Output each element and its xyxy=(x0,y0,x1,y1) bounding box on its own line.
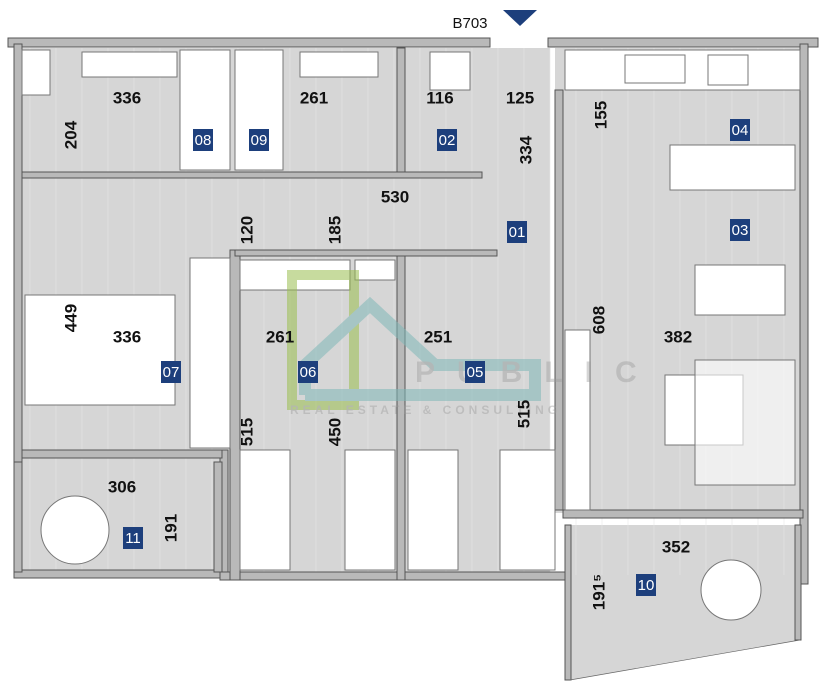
room-badge-04: 04 xyxy=(730,119,750,141)
room-number: 08 xyxy=(195,132,212,149)
badge-background xyxy=(161,361,181,383)
room-badges: 01 02 03 04 05 06 07 08 09 10 11 xyxy=(123,119,750,596)
room-number: 07 xyxy=(163,364,180,381)
badge-background xyxy=(298,361,318,383)
badge-background xyxy=(730,119,750,141)
watermark-logo: PUBLIC REAL ESTATE & CONSULTING xyxy=(287,270,659,417)
room-badge-01: 01 xyxy=(507,221,527,243)
dimension-label: 125 xyxy=(506,88,534,107)
room-badge-02: 02 xyxy=(437,129,457,151)
dimension-label: 515 xyxy=(514,400,533,428)
watermark-brand: PUBLIC xyxy=(415,356,659,389)
badge-background xyxy=(507,221,527,243)
room-number: 01 xyxy=(509,224,526,241)
dimension-label: 155 xyxy=(591,101,610,129)
kitchen-island xyxy=(669,144,796,191)
dimension-label: 116 xyxy=(426,88,453,107)
unit-label: B703 xyxy=(452,15,487,32)
dimension-label: 120 xyxy=(237,216,256,244)
room-badge-05: 05 xyxy=(465,361,485,383)
dimension-label: 261 xyxy=(266,327,294,346)
entrance-marker xyxy=(503,10,537,26)
walls xyxy=(7,37,819,681)
room-badge-07: 07 xyxy=(161,361,181,383)
furniture xyxy=(21,49,801,621)
dimension-label: 352 xyxy=(662,537,690,556)
dimension-labels: 336 261 116 125 155 204 334 530 120 185 449 336 261 2… xyxy=(61,88,692,610)
double-bed xyxy=(24,294,176,406)
room-number: 02 xyxy=(439,132,456,149)
room-number: 09 xyxy=(251,132,268,149)
sofa xyxy=(694,359,796,486)
room-number: 03 xyxy=(732,222,749,239)
dimension-label: 334 xyxy=(516,135,535,164)
dimension-label: 191 xyxy=(161,514,180,542)
room-number: 10 xyxy=(638,577,655,594)
dimension-label: 530 xyxy=(381,187,409,206)
wardrobe xyxy=(189,257,231,449)
room-badge-10: 10 xyxy=(636,574,656,596)
room-number: 06 xyxy=(300,364,317,381)
dimension-label: 449 xyxy=(61,304,80,332)
dimension-label: 306 xyxy=(108,477,136,496)
badge-background xyxy=(465,361,485,383)
room-number: 11 xyxy=(125,530,141,547)
dimension-label: 336 xyxy=(113,327,141,346)
washing-machine xyxy=(429,51,471,91)
dimension-label: 608 xyxy=(589,306,608,334)
dimension-label: 204 xyxy=(61,120,80,149)
room-badge-06: 06 xyxy=(298,361,318,383)
badge-background xyxy=(193,129,213,151)
badge-background xyxy=(249,129,269,151)
dimension-label: 251 xyxy=(424,327,452,346)
dimension-label: 450 xyxy=(325,418,344,446)
balcony-table xyxy=(40,495,110,565)
dimension-label: 261 xyxy=(300,88,328,107)
badge-background xyxy=(730,219,750,241)
room-badge-03: 03 xyxy=(730,219,750,241)
dimension-label: 515 xyxy=(237,418,256,446)
watermark-tagline: REAL ESTATE & CONSULTING xyxy=(290,403,561,417)
dimension-label: 185 xyxy=(325,216,344,244)
dimension-label: 336 xyxy=(113,88,141,107)
room-badge-08: 08 xyxy=(193,129,213,151)
room-badge-11: 11 xyxy=(123,527,143,549)
dining-table xyxy=(694,264,786,316)
badge-background xyxy=(123,527,143,549)
badge-background xyxy=(636,574,656,596)
dimension-label: 382 xyxy=(664,327,692,346)
room-number: 04 xyxy=(732,122,749,139)
badge-background xyxy=(437,129,457,151)
room-number: 05 xyxy=(467,364,484,381)
dimension-label: 191⁵ xyxy=(589,574,608,610)
terrace-table xyxy=(700,559,762,621)
room-badge-09: 09 xyxy=(249,129,269,151)
